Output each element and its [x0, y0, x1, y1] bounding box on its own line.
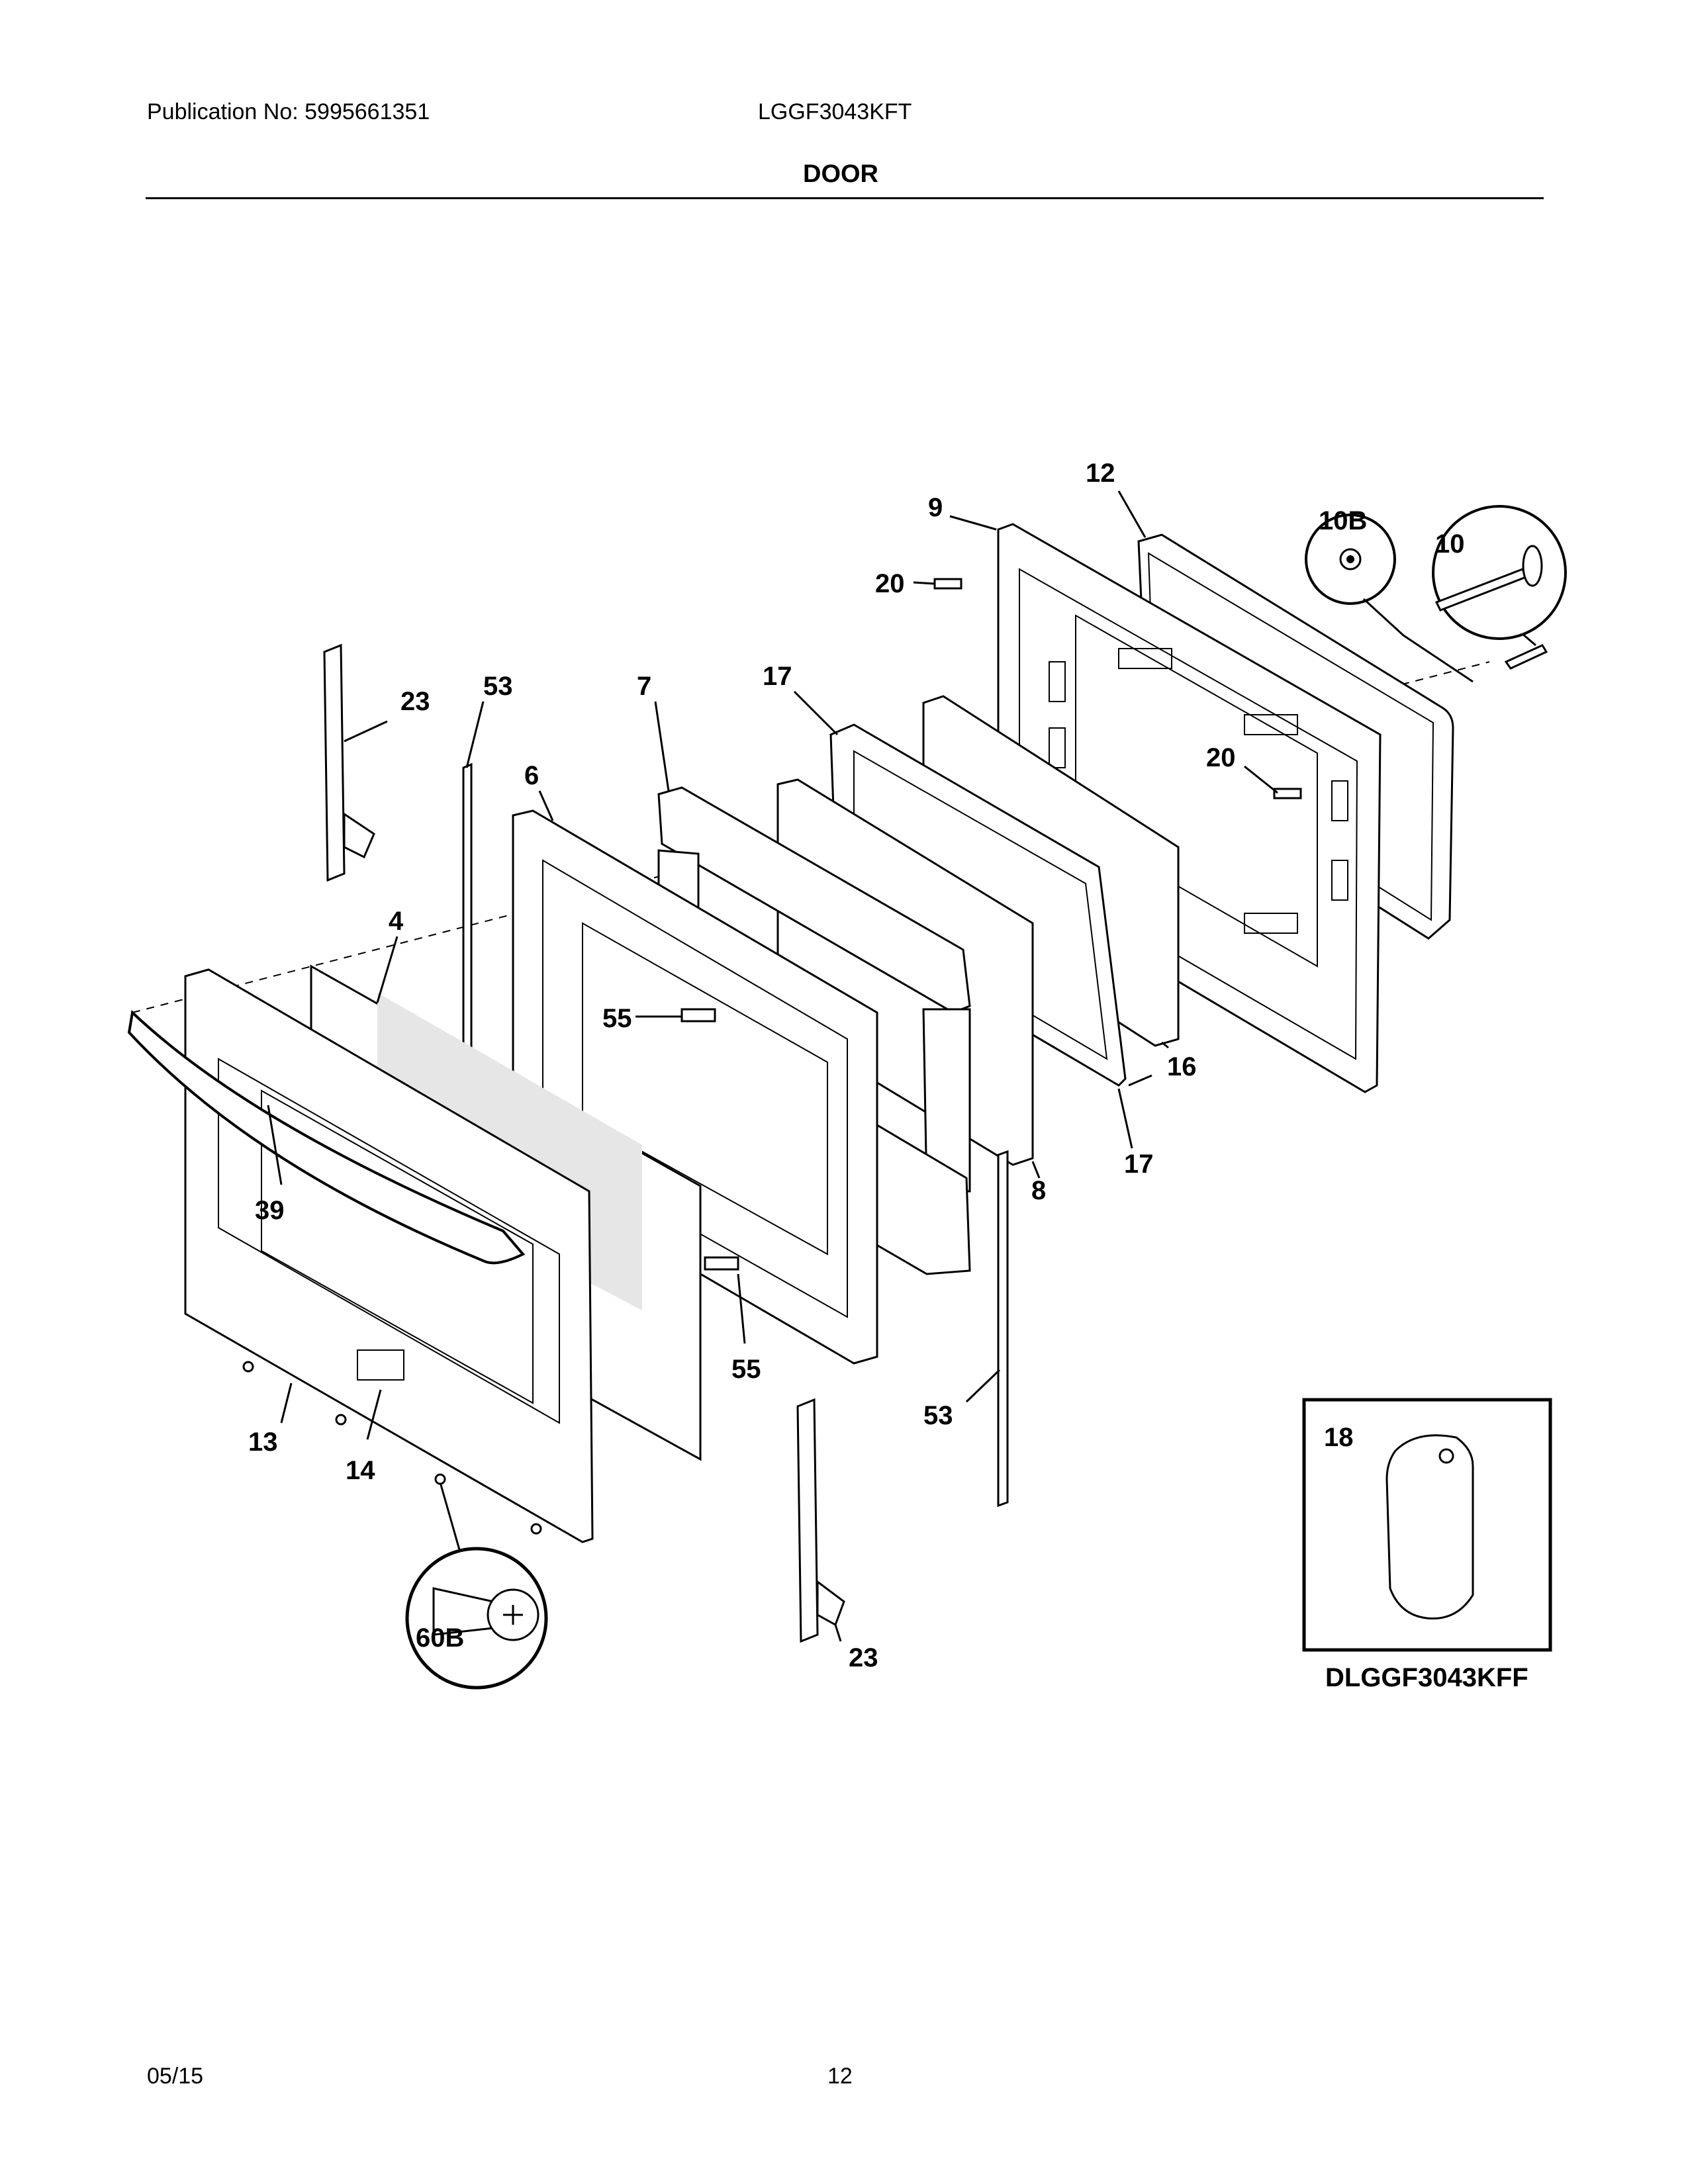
section-title: DOOR	[803, 160, 878, 188]
label-10: 10	[1435, 529, 1465, 559]
publication-number: Publication No: 5995661351	[147, 99, 430, 124]
hinge-upper	[323, 643, 375, 882]
screw-2	[335, 1414, 347, 1426]
bolt-installed	[1504, 644, 1548, 670]
label-12: 12	[1086, 459, 1115, 488]
label-23-lower: 23	[849, 1643, 878, 1672]
label-17-upper: 17	[763, 662, 792, 691]
header-rule	[146, 197, 1544, 199]
callout-circle-10	[1432, 505, 1567, 640]
leader-lines	[267, 490, 1278, 1642]
label-10b: 10B	[1319, 506, 1367, 535]
outer-door-panel	[184, 968, 594, 1543]
footer-date: 05/15	[147, 2064, 204, 2089]
door-clip-lower	[1273, 788, 1302, 799]
hinge-receptacle-upper	[680, 1008, 716, 1023]
screw-4	[530, 1523, 542, 1535]
screw-3	[434, 1473, 446, 1485]
label-14: 14	[346, 1456, 375, 1485]
bolt-icon	[1434, 545, 1543, 612]
label-17-lower: 17	[1124, 1150, 1154, 1179]
label-20-lower: 20	[1206, 743, 1236, 772]
label-7: 7	[637, 672, 651, 701]
label-60b: 60B	[416, 1623, 464, 1653]
label-23-upper: 23	[400, 687, 430, 716]
label-6: 6	[524, 761, 539, 790]
hinge-cover-icon	[1385, 1434, 1474, 1620]
door-clip-upper	[933, 578, 962, 590]
hinge-cover-hole	[1438, 1448, 1454, 1464]
label-9: 9	[928, 493, 943, 522]
label-55-lower: 55	[731, 1355, 761, 1384]
callout-leader-10	[1522, 633, 1536, 647]
label-20-upper: 20	[875, 569, 905, 598]
hinge-receptacle-lower	[704, 1256, 739, 1271]
screw-icon	[432, 1587, 539, 1641]
label-53-upper: 53	[483, 672, 513, 701]
washer-hole	[1346, 555, 1354, 563]
label-16: 16	[1167, 1052, 1197, 1081]
model-number: LGGF3043KFT	[758, 99, 912, 124]
label-18: 18	[1324, 1423, 1354, 1452]
callout-leader-60b	[439, 1482, 461, 1553]
label-13: 13	[248, 1428, 278, 1457]
label-53-lower: 53	[923, 1401, 953, 1430]
label-39: 39	[255, 1196, 285, 1225]
door-handle	[127, 1009, 526, 1265]
inset-caption: DLGGF3043KFF	[1325, 1663, 1528, 1692]
side-trim-left	[462, 762, 473, 1064]
footer-page-number: 12	[827, 2064, 853, 2089]
hinge-lower	[796, 1398, 845, 1643]
side-trim-right	[997, 1150, 1009, 1508]
label-4: 4	[389, 907, 404, 936]
label-8: 8	[1031, 1176, 1046, 1205]
label-55-upper: 55	[602, 1004, 632, 1033]
callout-leader-10b	[1362, 598, 1474, 683]
screw-1	[242, 1361, 254, 1373]
